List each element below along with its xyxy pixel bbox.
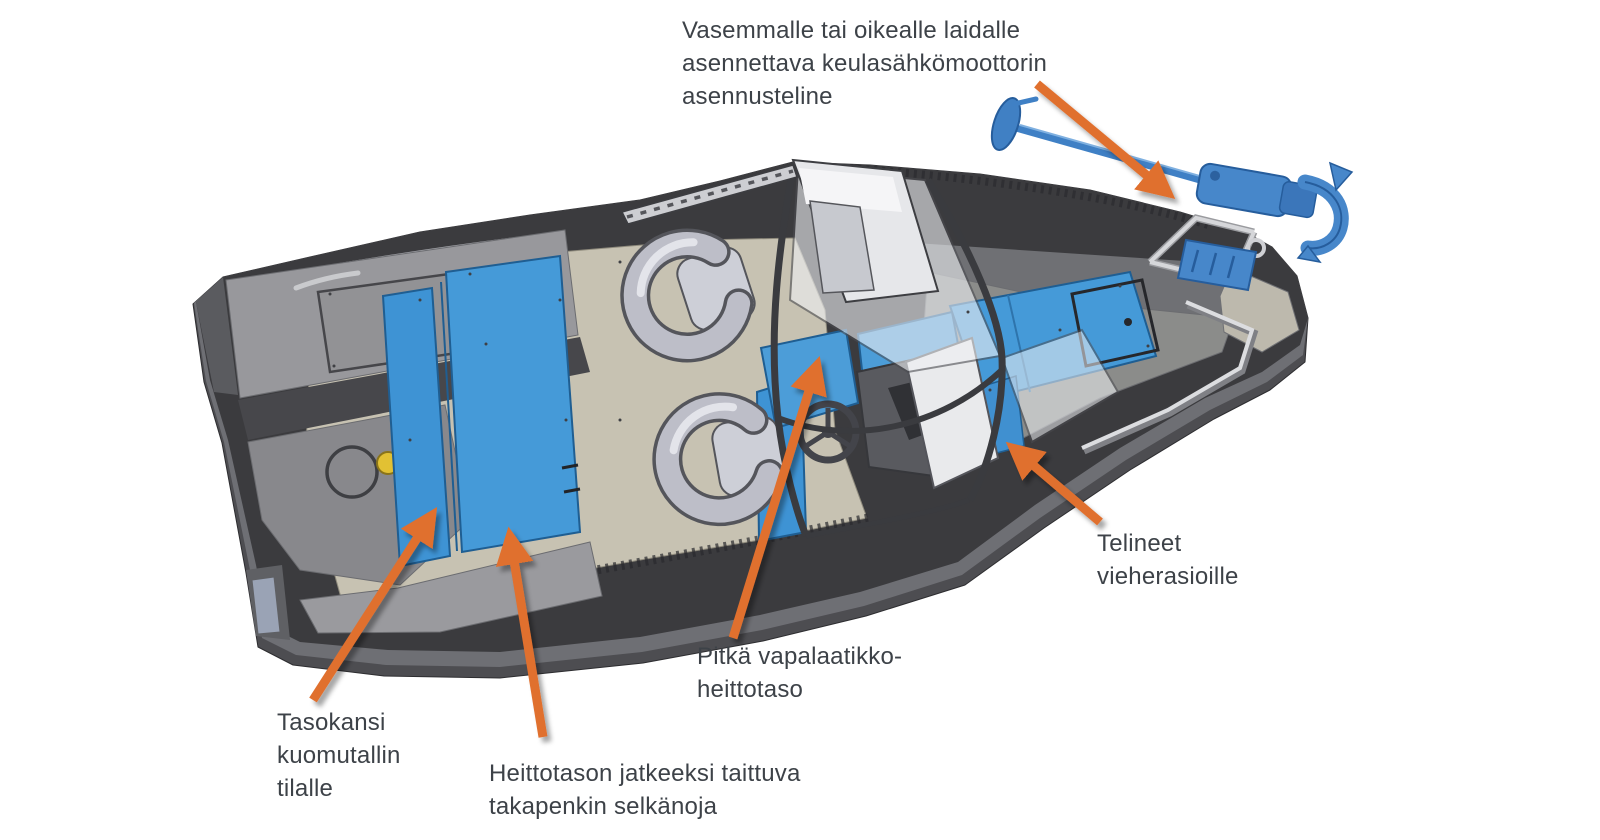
helm-seats: [620, 228, 787, 527]
motor-body: [1195, 162, 1318, 219]
hatch-latch-dot: [1124, 318, 1132, 326]
arrow-folding-backrest: [495, 526, 548, 738]
arrow-flat-deck: [309, 507, 438, 703]
flat-deck-panels: [381, 254, 582, 568]
fastener-dots: [328, 260, 1150, 442]
flat-deck-panel-narrow: [381, 286, 452, 568]
hinge-tick: [561, 463, 579, 470]
arrow-lure-racks: [1005, 441, 1103, 526]
annotation-label-bow-motor-mount: Vasemmalle tai oikealle laidalle asennet…: [682, 17, 1048, 110]
transom-plate: [251, 576, 281, 635]
plate-slot: [1190, 249, 1200, 273]
motor-tiller-handle: [990, 97, 1022, 151]
roof-rail-treads: [626, 169, 794, 219]
seat-aft: [620, 228, 756, 363]
annotation-label-lure-racks: Telineet vieherasioille: [1097, 530, 1239, 590]
propeller-blade: [1328, 161, 1354, 192]
plate-slot: [1226, 255, 1236, 279]
bow-deck-dark-strip: [900, 242, 1256, 318]
windshield-frame: [770, 162, 1006, 539]
annotation-label-flat-deck: Tasokansi kuomutallin tilalle: [277, 709, 401, 802]
annotation-arrows: [309, 80, 1176, 738]
annotation-label-casting-platform: Pitkä vapalaatikko- heittotaso: [697, 643, 903, 703]
annotation-label-folding-backrest: Heittotason jatkeeksi taittuva takapenki…: [489, 760, 801, 820]
stern-grab-rail: [293, 270, 361, 291]
propeller-blade: [1296, 244, 1322, 264]
windshield-glass-side: [1000, 328, 1120, 444]
transom-bevel-facet: [196, 277, 238, 395]
helm-console-group: [620, 158, 1120, 539]
hinge-tick: [563, 487, 581, 494]
handle-stub: [1011, 96, 1039, 107]
motor-housing-edge: [1304, 181, 1343, 250]
seat-forward: [652, 392, 787, 527]
bow-rail: [1081, 300, 1259, 455]
arrow-bow-motor-mount: [1034, 80, 1176, 200]
canopy-highlight: [799, 168, 902, 212]
rubrail-texture-top: [849, 164, 1210, 229]
plate-slot: [1208, 252, 1218, 276]
canopy-window: [809, 200, 875, 294]
splashwell-round-hatch: [325, 445, 379, 499]
panel-seam: [440, 281, 458, 552]
folding-backrest-panel: [444, 254, 582, 554]
trolling-motor: [990, 96, 1354, 292]
arrow-casting-platform: [728, 355, 827, 640]
